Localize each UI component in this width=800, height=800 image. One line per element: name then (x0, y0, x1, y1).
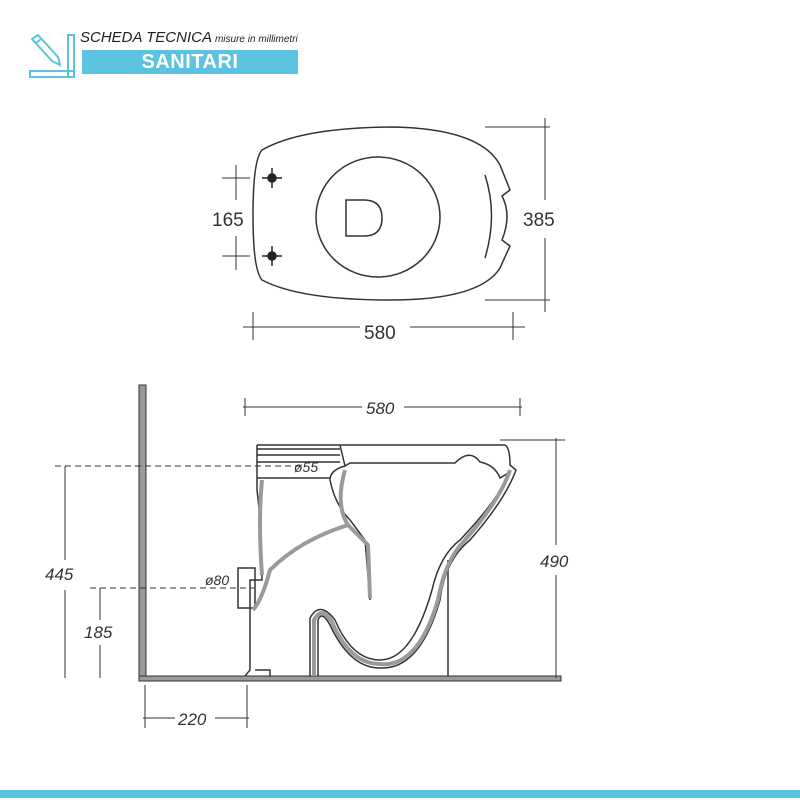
wall (138, 384, 147, 681)
technical-sheet-logo-icon (28, 33, 76, 84)
side-dimension-lines (55, 398, 565, 728)
dim-wall-distance: 220 (177, 710, 207, 729)
drain-outlet (345, 199, 383, 237)
header-subtitle: misure in millimetri (214, 34, 298, 45)
dimension-lines (222, 118, 550, 340)
dim-bolt-spacing: 165 (212, 210, 244, 231)
dim-top-length: 580 (364, 323, 396, 344)
top-view (222, 118, 550, 340)
inlet-diameter-label: ø55 (294, 459, 318, 475)
dim-outlet-height: 185 (84, 623, 113, 642)
outlet-diameter-label: ø80 (205, 572, 229, 588)
floor (138, 675, 562, 682)
dim-top-width: 385 (523, 210, 555, 231)
bolt-hole-icon (262, 168, 282, 188)
dim-side-length: 580 (366, 399, 395, 418)
seat-inner-rim (484, 174, 493, 259)
dim-inlet-height: 445 (45, 565, 74, 584)
bowl-outline (244, 444, 517, 677)
category-banner: SANITARI (82, 50, 298, 74)
bolt-hole-icon (262, 246, 282, 266)
seat-outline (252, 126, 511, 301)
dim-side-height: 490 (540, 552, 569, 571)
accent-border (0, 790, 800, 798)
bowl-opening (315, 156, 441, 278)
side-view (55, 384, 565, 728)
bowl-wall-shading (251, 469, 512, 676)
inlet-pipe (257, 444, 346, 479)
